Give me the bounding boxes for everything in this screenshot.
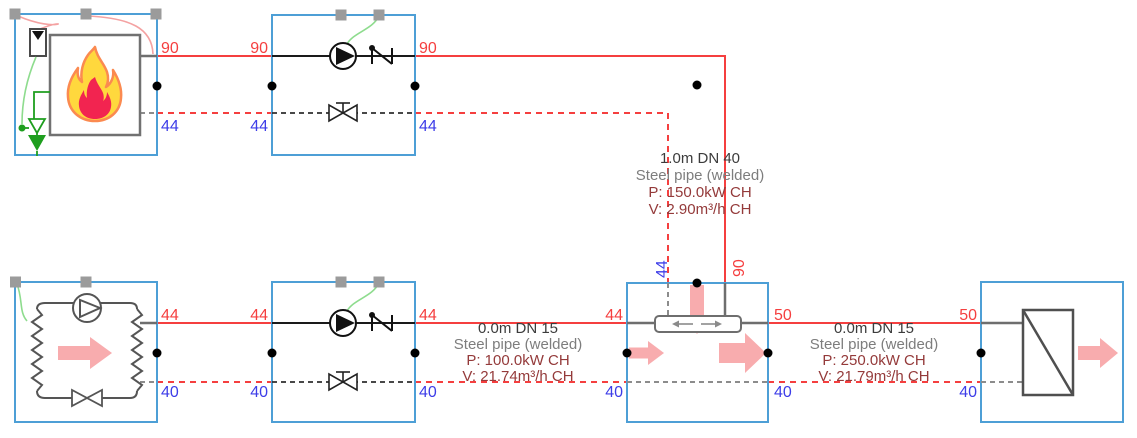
drag-handle[interactable] bbox=[335, 9, 347, 21]
temp-label: 40 bbox=[605, 384, 623, 401]
temp-label: 90 bbox=[419, 40, 437, 57]
temp-label: 44 bbox=[250, 307, 268, 324]
signal-wire-pink bbox=[87, 15, 154, 55]
flow-arrow-icon bbox=[1078, 338, 1118, 368]
pipe-power-label: P: 250.0kW CH bbox=[822, 352, 925, 369]
drag-handle[interactable] bbox=[9, 8, 21, 20]
flame-icon bbox=[66, 45, 123, 123]
connection-node[interactable] bbox=[152, 348, 162, 358]
check-valve-icon bbox=[369, 45, 393, 65]
temp-label: 40 bbox=[419, 384, 437, 401]
connection-node[interactable] bbox=[622, 348, 632, 358]
connection-node[interactable] bbox=[763, 348, 773, 358]
drag-handle[interactable] bbox=[10, 276, 21, 288]
drag-handle[interactable] bbox=[80, 8, 92, 20]
pipe-annotation-riser: 1.0m DN 40 Steel pipe (welded) P: 150.0k… bbox=[636, 150, 764, 218]
temp-label: 44 bbox=[419, 118, 437, 135]
pipe-length-label: 1.0m DN 40 bbox=[660, 150, 740, 167]
temperature-labels: 90 90 90 44 44 44 44 90 44 44 44 44 50 5… bbox=[161, 40, 977, 401]
pump-module-top[interactable] bbox=[271, 9, 416, 156]
connection-nodes bbox=[152, 80, 986, 358]
pipe-flow-label: V: 21.74m³/h CH bbox=[462, 368, 573, 385]
valve-icon bbox=[71, 388, 103, 408]
pump-icon bbox=[329, 42, 357, 70]
pump-icon bbox=[329, 309, 357, 337]
pipe-flow-label: V: 2.90m³/h CH bbox=[649, 201, 752, 218]
temp-label: 44 bbox=[250, 118, 268, 135]
temp-label: 40 bbox=[959, 384, 977, 401]
pipe-type-label: Steel pipe (welded) bbox=[810, 336, 938, 353]
drag-handle[interactable] bbox=[80, 276, 92, 288]
temp-label: 50 bbox=[774, 307, 792, 324]
pipe-type-label: Steel pipe (welded) bbox=[454, 336, 582, 353]
balancing-valve-icon bbox=[328, 371, 358, 392]
boiler-component[interactable] bbox=[9, 8, 162, 157]
pipe-flow-label: V: 21.79m³/h CH bbox=[818, 368, 929, 385]
distributor-component[interactable] bbox=[626, 282, 769, 423]
pipe-annotation-left: 0.0m DN 15 Steel pipe (welded) P: 100.0k… bbox=[454, 320, 582, 385]
circulation-pump-icon bbox=[72, 293, 103, 323]
drag-handle[interactable] bbox=[373, 9, 385, 21]
temp-label-vertical: 90 bbox=[731, 259, 748, 277]
pipe-power-label: P: 150.0kW CH bbox=[648, 184, 751, 201]
temp-label: 90 bbox=[250, 40, 268, 57]
signal-wire-green bbox=[16, 283, 28, 322]
pipe-supply-pump1-mixer[interactable] bbox=[415, 55, 726, 282]
signal-wire-pink bbox=[17, 15, 59, 30]
check-valve-icon bbox=[369, 312, 393, 332]
connection-node[interactable] bbox=[267, 348, 277, 358]
connection-node[interactable] bbox=[692, 278, 702, 288]
temp-label-vertical: 44 bbox=[654, 260, 671, 278]
temp-label: 40 bbox=[250, 384, 268, 401]
temp-label: 40 bbox=[774, 384, 792, 401]
temp-label: 44 bbox=[605, 307, 623, 324]
connection-node[interactable] bbox=[410, 81, 420, 91]
pipe-power-label: P: 100.0kW CH bbox=[466, 352, 569, 369]
pipe-type-label: Steel pipe (welded) bbox=[636, 167, 764, 184]
signal-wire-green bbox=[21, 56, 37, 125]
pipe-return-pump1-mixer[interactable] bbox=[415, 112, 669, 282]
consumer-circuit-component[interactable] bbox=[10, 276, 158, 423]
temp-label: 44 bbox=[161, 307, 179, 324]
balancing-valve-icon bbox=[328, 102, 358, 123]
pump-module-bottom[interactable] bbox=[271, 276, 416, 423]
flow-arrow-icon bbox=[629, 341, 664, 365]
temp-label: 40 bbox=[161, 384, 179, 401]
heat-exchanger-component[interactable] bbox=[980, 281, 1124, 423]
selection-box bbox=[271, 281, 416, 423]
selection-box bbox=[271, 14, 416, 156]
connection-node[interactable] bbox=[410, 348, 420, 358]
connection-node[interactable] bbox=[152, 81, 162, 91]
connection-node[interactable] bbox=[692, 80, 702, 90]
drag-handle[interactable] bbox=[373, 276, 385, 288]
temp-label: 50 bbox=[959, 307, 977, 324]
distributor-icon bbox=[654, 315, 742, 333]
pipe-length-label: 0.0m DN 15 bbox=[834, 320, 914, 337]
piping-layer bbox=[157, 55, 981, 383]
connection-node[interactable] bbox=[267, 81, 277, 91]
drag-handle[interactable] bbox=[150, 8, 162, 20]
safety-valve-icon bbox=[18, 91, 50, 156]
flow-arrow-icon bbox=[719, 333, 766, 373]
temp-label: 90 bbox=[161, 40, 179, 57]
pipe-length-label: 0.0m DN 15 bbox=[478, 320, 558, 337]
temp-label: 44 bbox=[419, 307, 437, 324]
connection-node[interactable] bbox=[976, 348, 986, 358]
flow-arrow-icon bbox=[58, 337, 112, 369]
pipe-annotation-right: 0.0m DN 15 Steel pipe (welded) P: 250.0k… bbox=[810, 320, 938, 385]
heat-exchanger-icon bbox=[1021, 308, 1075, 397]
expansion-vessel-icon bbox=[29, 28, 47, 57]
temp-label: 44 bbox=[161, 118, 179, 135]
drag-handle[interactable] bbox=[335, 276, 347, 288]
